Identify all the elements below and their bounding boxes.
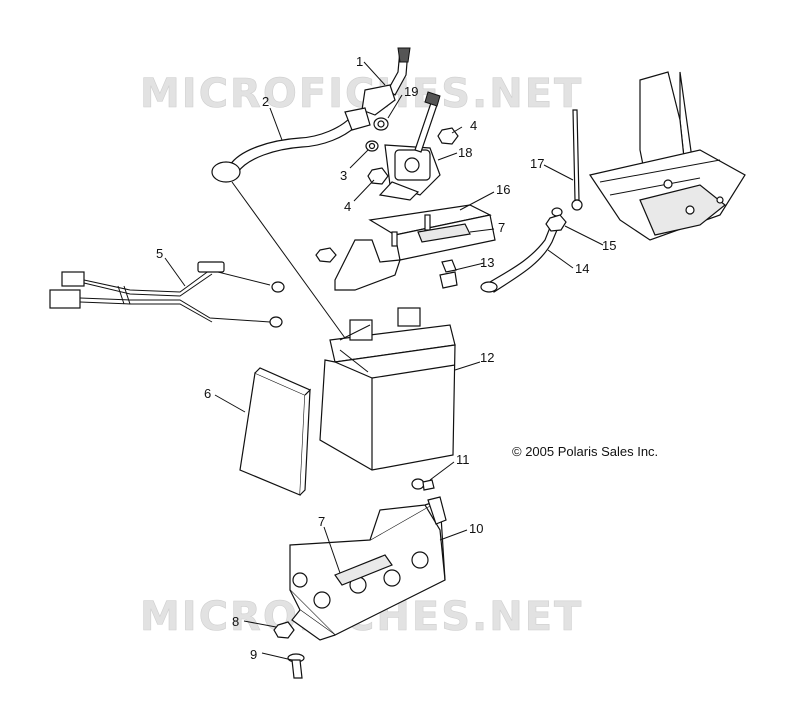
callout-17: 17 [530, 156, 544, 171]
nut-19 [373, 117, 389, 131]
leader-lines [164, 61, 604, 661]
callout-3: 3 [340, 168, 347, 183]
callout-2: 2 [262, 94, 269, 109]
nut-bracket [315, 247, 337, 263]
callout-4-left: 4 [344, 199, 351, 214]
bolt-9 [287, 653, 305, 679]
nut-4-left [367, 167, 389, 185]
callout-13: 13 [480, 255, 494, 270]
callouts: 1 2 19 4 3 18 4 16 17 7 15 13 14 5 12 6 … [156, 54, 616, 662]
washer-3 [365, 140, 379, 152]
pad-7-top [417, 223, 471, 243]
leader-cable-battery [231, 181, 346, 339]
cable-2 [211, 107, 371, 183]
callout-7-top: 7 [498, 220, 505, 235]
nut-15 [545, 214, 567, 232]
nut-8 [273, 621, 295, 639]
battery-12 [319, 307, 456, 471]
screw-11 [411, 478, 435, 491]
callout-14: 14 [575, 261, 589, 276]
callout-18: 18 [458, 145, 472, 160]
copyright-notice: © 2005 Polaris Sales Inc. [512, 444, 658, 459]
harness-5 [49, 261, 285, 328]
callout-7-bottom: 7 [318, 514, 325, 529]
bracket-16 [334, 204, 496, 291]
nut-4-right [437, 127, 459, 145]
callout-15: 15 [602, 238, 616, 253]
callout-1: 1 [356, 54, 363, 69]
frame-panel [589, 71, 746, 241]
watermark-top: MICROFICHES.NET [140, 71, 583, 117]
callout-12: 12 [480, 350, 494, 365]
callout-6: 6 [204, 386, 211, 401]
callout-9: 9 [250, 647, 257, 662]
callout-4-right: 4 [470, 118, 477, 133]
cable-1 [361, 47, 411, 116]
callout-10: 10 [469, 521, 483, 536]
pad-7-bottom [334, 554, 393, 586]
clip-13 [439, 259, 458, 289]
pad-6 [239, 367, 312, 496]
callout-11: 11 [456, 452, 470, 467]
callout-16: 16 [496, 182, 510, 197]
callout-8: 8 [232, 614, 239, 629]
solenoid-18 [378, 91, 441, 201]
callout-5: 5 [156, 246, 163, 261]
cable-17 [571, 109, 583, 211]
callout-19: 19 [404, 84, 418, 99]
